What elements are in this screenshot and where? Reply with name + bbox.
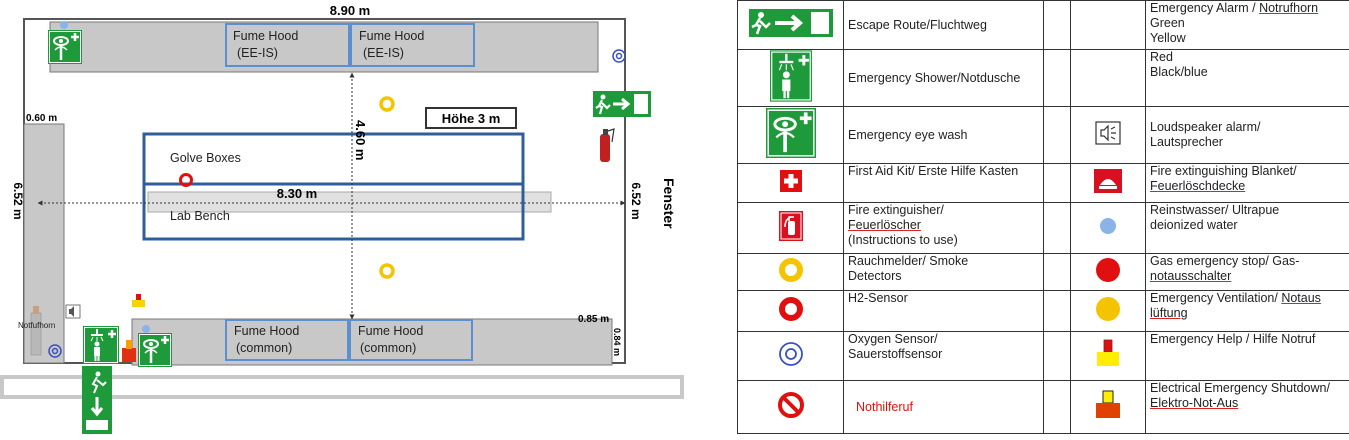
legend-label-emergency-alarm: Emergency Alarm / Notrufhorn Green Yello… bbox=[1145, 0, 1349, 50]
svg-text:(common): (common) bbox=[236, 341, 292, 355]
floor-plan: 8.90 m Fume Hood (EE-IS) Fume Hood (EE-I… bbox=[0, 3, 684, 434]
legend-label-electrical-shutdown: Electrical Emergency Shutdown/ Elektro-N… bbox=[1145, 380, 1349, 434]
height-left-dimension: 6.52 m bbox=[11, 182, 25, 219]
fume-hood-common-2: Fume Hood (common) bbox=[349, 319, 473, 361]
smoke-detector-top bbox=[379, 96, 395, 112]
fire-extinguisher-icon bbox=[600, 128, 615, 162]
glove-boxes-area: Golve Boxes bbox=[142, 132, 525, 186]
svg-text:(EE-IS): (EE-IS) bbox=[363, 46, 404, 60]
h2-sensor-legend-icon bbox=[737, 290, 844, 332]
svg-text:Fume Hood: Fume Hood bbox=[358, 324, 423, 338]
bottom-bench bbox=[131, 318, 613, 366]
ultrapure-water-dot-bottom bbox=[142, 325, 150, 333]
svg-text:(EE-IS): (EE-IS) bbox=[237, 46, 278, 60]
emergency-help-button bbox=[132, 294, 145, 307]
svg-text:(common): (common) bbox=[360, 341, 416, 355]
bench-length-dimension: 8.30 m bbox=[277, 186, 317, 201]
height-right-dimension: 6.52 m bbox=[629, 182, 643, 219]
legend-label-h2-sensor: H2-Sensor bbox=[843, 290, 1044, 332]
fire-blanket-icon bbox=[1070, 163, 1146, 203]
corridor-strip bbox=[0, 375, 684, 399]
legend-row: Fire extinguisher/ Feuerlöscher (Instruc… bbox=[737, 202, 1349, 254]
width-dimension: 8.90 m bbox=[330, 3, 370, 18]
legend-label-smoke-detector: Rauchmelder/ Smoke Detectors bbox=[843, 253, 1044, 291]
eyewash-sign-top-left bbox=[46, 28, 84, 66]
oxygen-sensor-bottom-left bbox=[48, 344, 62, 358]
legend-table: Escape Route/Fluchtweg Emergency Alarm /… bbox=[737, 0, 1349, 434]
smoke-detector-bottom bbox=[379, 263, 395, 279]
legend-label-loudspeaker: Loudspeaker alarm/ Lautsprecher bbox=[1145, 106, 1349, 164]
legend-row: First Aid Kit/ Erste Hilfe Kasten Fire e… bbox=[737, 163, 1349, 203]
legend-label-ultrapure-water: Reinstwasser/ Ultrapue deionized water bbox=[1145, 202, 1349, 254]
eyewash-icon bbox=[737, 106, 844, 164]
fire-extinguisher-legend-icon bbox=[737, 202, 844, 254]
fume-hood-ee-2: Fume Hood (EE-IS) bbox=[350, 23, 475, 67]
center-vertical-dimension: 4.60 m bbox=[353, 120, 368, 160]
glove-boxes-label: Golve Boxes bbox=[170, 151, 241, 165]
legend-label-eyewash: Emergency eye wash bbox=[843, 106, 1044, 164]
electrical-shutdown-legend-icon bbox=[1070, 380, 1146, 434]
legend-label-emergency-help: Emergency Help / Hilfe Notruf bbox=[1145, 331, 1349, 381]
legend-label-ventilation: Emergency Ventilation/ Notaus lüftung bbox=[1145, 290, 1349, 332]
room-height-box: Höhe 3 m bbox=[425, 107, 517, 129]
legend-label-escape-route: Escape Route/Fluchtweg bbox=[843, 0, 1044, 50]
legend-row: Nothilferuf Electrical Emergency Shutdow… bbox=[737, 380, 1349, 434]
legend-row: Rauchmelder/ Smoke Detectors Gas emergen… bbox=[737, 253, 1349, 291]
svg-text:Fume Hood: Fume Hood bbox=[359, 29, 424, 43]
electrical-shutdown-button bbox=[122, 340, 136, 362]
legend-label-alarm-colors: Red Black/blue bbox=[1145, 49, 1349, 107]
emergency-shower-icon bbox=[737, 49, 844, 107]
legend-label-emergency-call: Nothilferuf bbox=[843, 380, 1044, 434]
legend-label-fire-blanket: Fire extinguishing Blanket/ Feuerlöschde… bbox=[1145, 163, 1349, 203]
top-bench bbox=[49, 21, 599, 73]
oxygen-sensor-top-right bbox=[612, 49, 626, 63]
loudspeaker-legend-icon bbox=[1070, 106, 1146, 164]
gas-stop-legend-icon bbox=[1070, 253, 1146, 291]
svg-text:Fume Hood: Fume Hood bbox=[233, 29, 298, 43]
legend-row: Escape Route/Fluchtweg Emergency Alarm /… bbox=[737, 0, 1349, 50]
legend-label-emergency-shower: Emergency Shower/Notdusche bbox=[843, 49, 1044, 107]
svg-text:Höhe 3 m: Höhe 3 m bbox=[442, 111, 501, 126]
legend-label-fire-extinguisher: Fire extinguisher/ Feuerlöscher (Instruc… bbox=[843, 202, 1044, 254]
ultrapure-water-dot bbox=[60, 21, 68, 29]
escape-route-sign-right bbox=[591, 89, 653, 119]
bottom-right-vertical-dimension: 0.84 m bbox=[612, 328, 622, 356]
lab-bench-label: Lab Bench bbox=[170, 209, 230, 223]
legend-row: Emergency Shower/Notdusche Red Black/blu… bbox=[737, 49, 1349, 107]
loudspeaker-icon bbox=[65, 304, 81, 319]
legend-label-first-aid: First Aid Kit/ Erste Hilfe Kasten bbox=[843, 163, 1044, 203]
svg-text:Notfufhorn: Notfufhorn bbox=[18, 321, 55, 330]
svg-text:Fume Hood: Fume Hood bbox=[234, 324, 299, 338]
legend-label-oxygen-sensor: Oxygen Sensor/ Sauerstoffsensor bbox=[843, 331, 1044, 381]
ultrapure-water-legend-icon bbox=[1070, 202, 1146, 254]
left-bench bbox=[23, 123, 65, 364]
no-entry-icon bbox=[737, 380, 844, 434]
legend-row: Emergency eye wash Loudspeaker alarm/ La… bbox=[737, 106, 1349, 164]
first-aid-icon bbox=[737, 163, 844, 203]
escape-route-icon bbox=[737, 0, 844, 50]
fume-hood-ee-1: Fume Hood (EE-IS) bbox=[225, 23, 350, 67]
eyewash-sign-bottom bbox=[136, 331, 174, 369]
smoke-detector-legend-icon bbox=[737, 253, 844, 291]
legend-label-gas-stop: Gas emergency stop/ Gas- notausschalter bbox=[1145, 253, 1349, 291]
bottom-right-dimension: 0.85 m bbox=[578, 314, 609, 325]
alarm-horn: Notfufhorn bbox=[18, 306, 55, 356]
emergency-shower-sign bbox=[81, 324, 121, 366]
left-bench-dimension: 0.60 m bbox=[26, 113, 57, 124]
oxygen-sensor-legend-icon bbox=[737, 331, 844, 381]
escape-route-sign-bottom bbox=[82, 366, 112, 434]
window-label: Fenster bbox=[661, 178, 677, 229]
ventilation-legend-icon bbox=[1070, 290, 1146, 332]
fume-hood-common-1: Fume Hood (common) bbox=[225, 319, 349, 361]
emergency-help-legend-icon bbox=[1070, 331, 1146, 381]
legend-row: H2-Sensor Emergency Ventilation/ Notaus … bbox=[737, 290, 1349, 332]
lab-bench-area: Lab Bench bbox=[142, 182, 525, 241]
h2-sensor bbox=[179, 173, 193, 187]
window-marker bbox=[650, 186, 653, 220]
legend-row: Oxygen Sensor/ Sauerstoffsensor Emergenc… bbox=[737, 331, 1349, 381]
